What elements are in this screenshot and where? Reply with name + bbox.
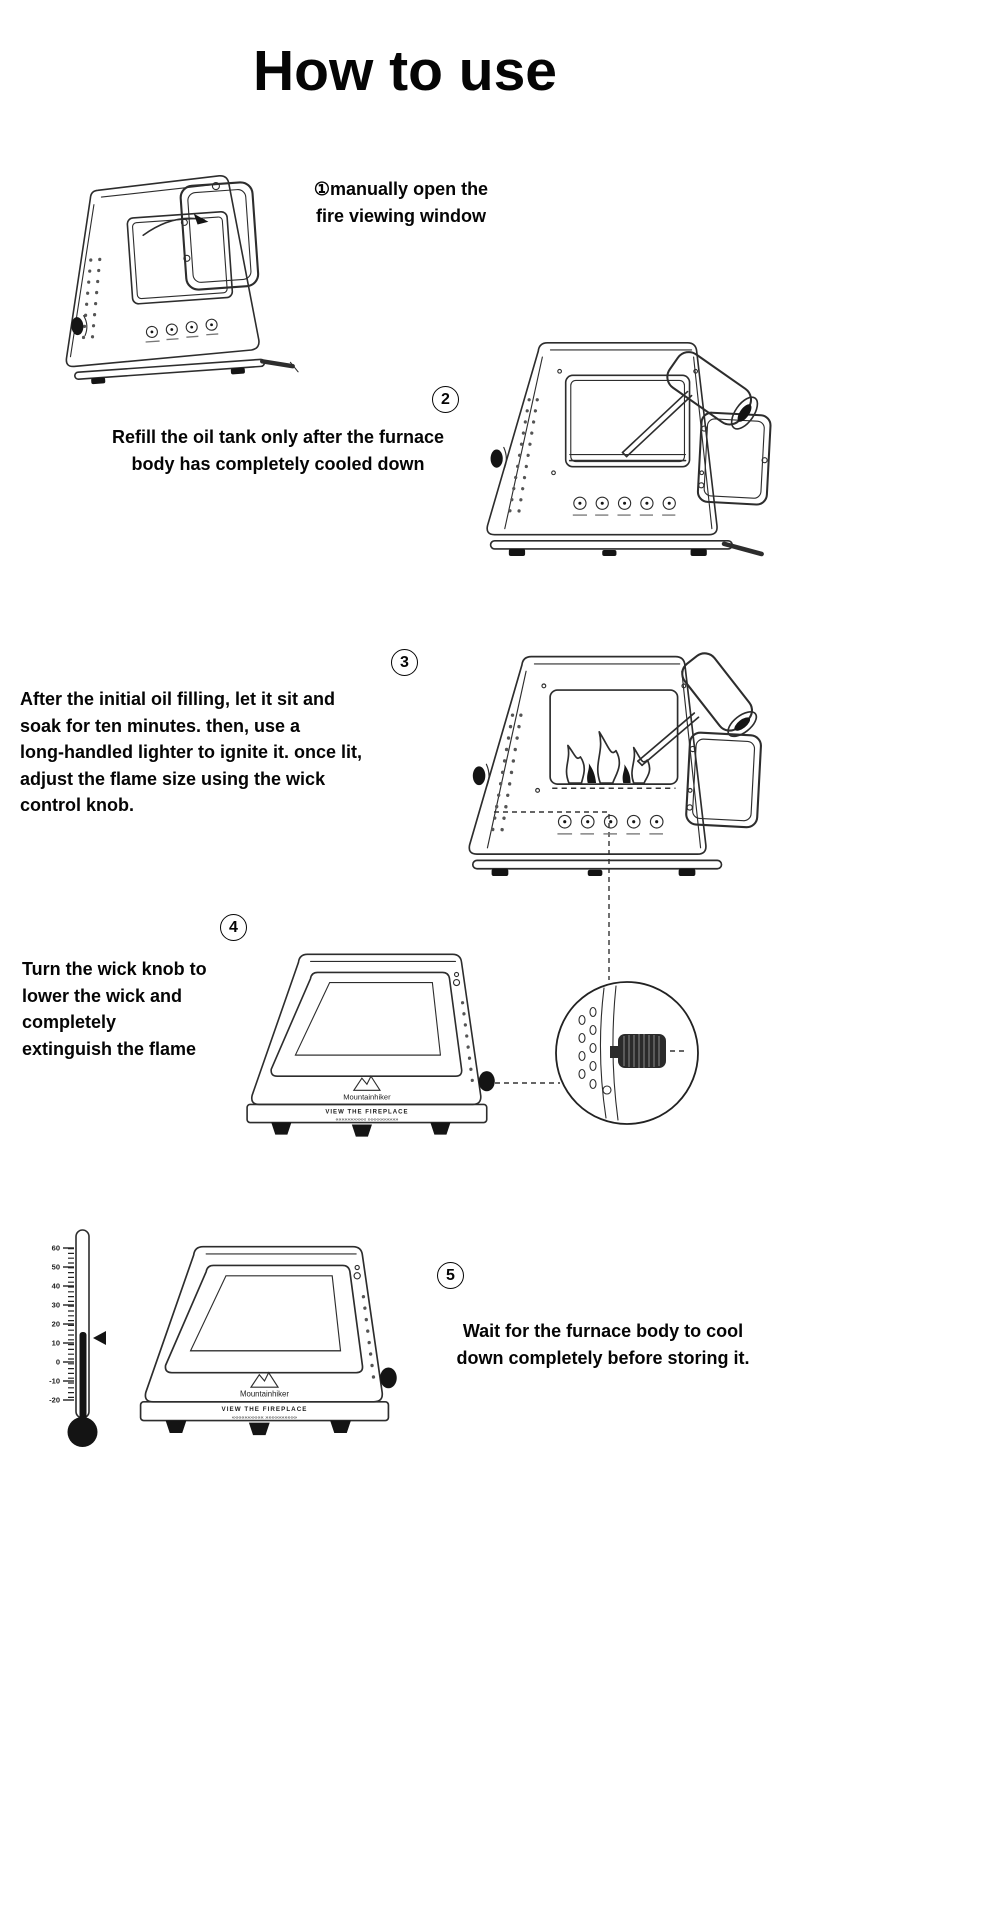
furnace-open-window-icon — [65, 175, 299, 385]
wick-knob-icon — [71, 317, 84, 336]
wick-knob-icon — [490, 449, 503, 468]
thermometer-tick-label: 30 — [52, 1301, 60, 1310]
step4-badge: 4 — [220, 914, 247, 941]
thermometer-tick-label: 10 — [52, 1339, 60, 1348]
step5-caption: Wait for the furnace body to cool down c… — [456, 1321, 750, 1368]
step1-caption: ①manually open the fire viewing window — [313, 179, 489, 226]
thermometer-tick-label: 20 — [52, 1320, 60, 1329]
thermometer-tick-label: -10 — [49, 1377, 60, 1386]
thermometer-tick-label: 60 — [52, 1244, 60, 1253]
step1-illustration — [65, 175, 299, 385]
brand-logo-icon: Mountainhiker — [343, 1075, 391, 1101]
open-arrow-icon — [142, 213, 209, 237]
step3-caption: After the initial oil filling, let it si… — [20, 689, 362, 815]
tagline-text: VIEW THE FIREPLACE — [222, 1406, 308, 1413]
page-title: How to use — [252, 39, 557, 103]
wick-knob-zoom-icon — [578, 985, 685, 1121]
warning-icons-row — [572, 496, 676, 516]
step3-illustration — [468, 652, 762, 877]
window-door-icon — [696, 411, 772, 506]
wick-knob-detail-magnifier — [555, 981, 699, 1125]
flame-icon — [552, 731, 676, 790]
brand-logo-icon: Mountainhiker — [240, 1371, 289, 1399]
step2-illustration — [486, 342, 772, 557]
warning-icons-row — [557, 814, 664, 835]
window-door-icon — [685, 731, 762, 829]
wick-knob-icon — [380, 1367, 397, 1389]
step2-caption: Refill the oil tank only after the furna… — [111, 427, 445, 474]
thermometer-tick-label: -20 — [49, 1396, 60, 1405]
furnace-front-icon: Mountainhiker VIEW THE FIREPLACE «««««««… — [139, 1245, 397, 1436]
lighter-icon — [637, 652, 758, 767]
thermometer-tick-label: 50 — [52, 1263, 60, 1272]
step3-badge: 3 — [391, 649, 418, 676]
step5-badge: 5 — [437, 1262, 464, 1289]
thermometer-tick-label: 0 — [56, 1358, 60, 1367]
step5-illustration: Mountainhiker VIEW THE FIREPLACE «««««««… — [139, 1245, 397, 1436]
window-door-icon — [179, 181, 260, 291]
wick-knob-icon — [478, 1071, 495, 1092]
oil-bottle-icon — [621, 351, 759, 458]
wick-knob-icon — [472, 766, 486, 786]
chevron-decoration: «««««««««« »»»»»»»»»» — [335, 1117, 398, 1123]
step2-badge: 2 — [432, 386, 459, 413]
brand-text: Mountainhiker — [240, 1390, 289, 1399]
furnace-front-icon: Mountainhiker VIEW THE FIREPLACE «««««««… — [246, 953, 495, 1137]
chevron-decoration: «««««««««« »»»»»»»»»» — [232, 1415, 297, 1421]
brand-text: Mountainhiker — [343, 1092, 391, 1101]
thermometer-icon: 60 50 40 30 20 10 0 -10 -20 — [49, 1229, 106, 1447]
step4-caption: Turn the wick knob to lower the wick and… — [22, 959, 207, 1059]
warning-icons-row — [145, 318, 219, 343]
furnace-refill-icon — [486, 342, 772, 557]
thermometer-tick-label: 40 — [52, 1282, 60, 1291]
step4-illustration: Mountainhiker VIEW THE FIREPLACE «««««««… — [246, 953, 495, 1137]
furnace-ignite-icon — [468, 652, 762, 877]
tagline-text: VIEW THE FIREPLACE — [325, 1109, 408, 1115]
